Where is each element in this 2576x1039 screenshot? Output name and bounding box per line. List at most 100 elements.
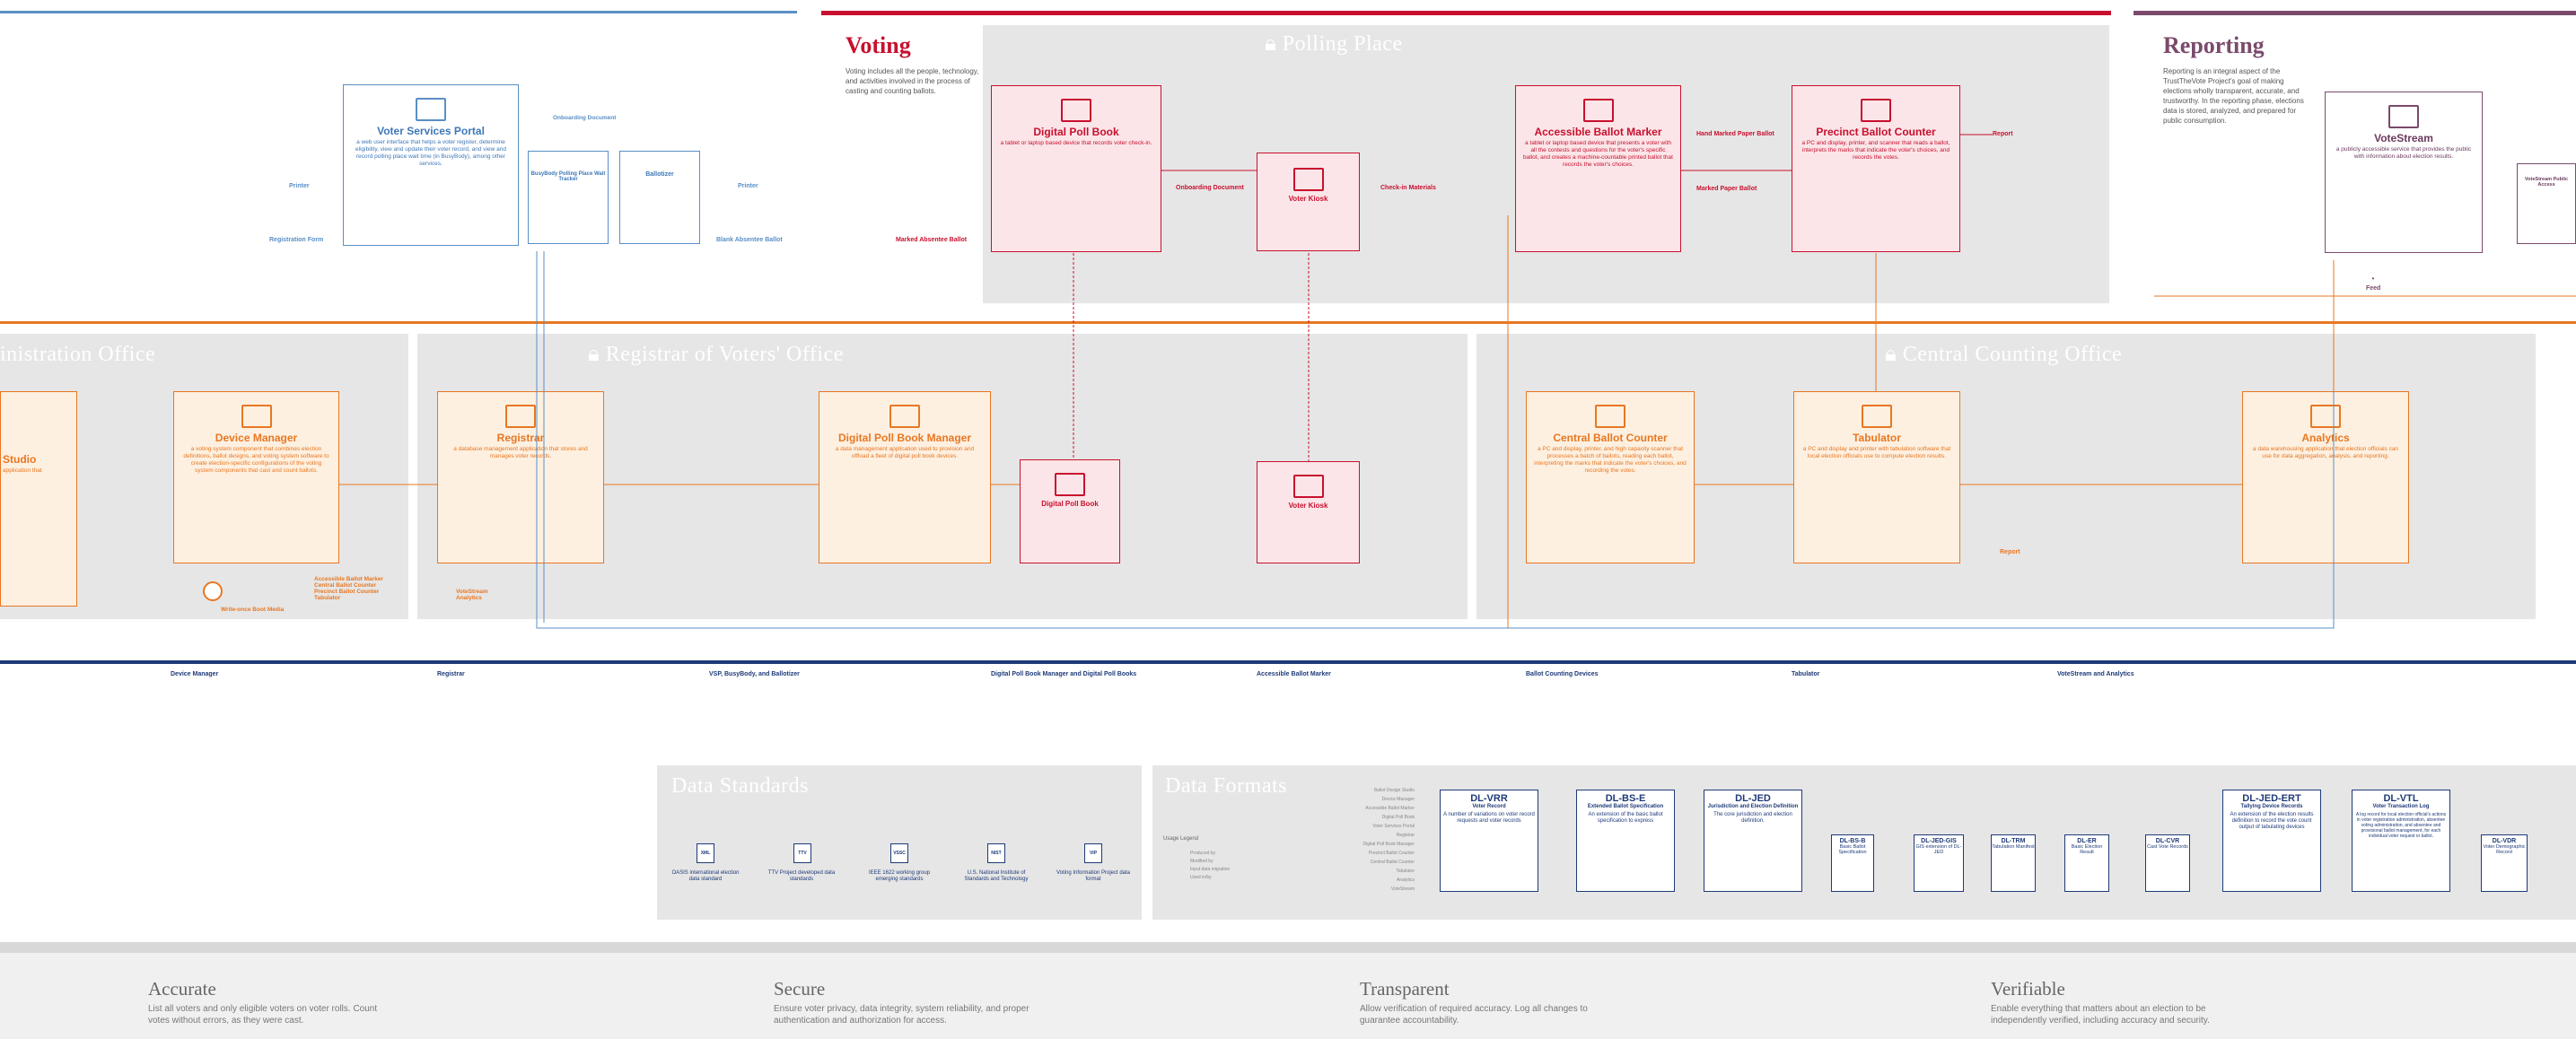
format-row-label: Central Ballot Counter (1370, 860, 1415, 865)
votestream-subtitle: a publicly accessible service that provi… (2335, 146, 2472, 160)
tablet-icon (1055, 473, 1085, 496)
digital-poll-book-manager-card[interactable]: Digital Poll Book Manager a data managem… (819, 391, 991, 563)
registrar-analytics-label: VoteStream Analytics (456, 589, 488, 601)
dpb-subtitle: a tablet or laptop based device that rec… (1000, 140, 1152, 146)
printer2-label: Printer (738, 183, 758, 189)
format-row-label: Device Manager (1381, 797, 1415, 802)
display-icon (2388, 105, 2419, 128)
voter-kiosk-title: Voter Kiosk (1288, 195, 1328, 203)
checkin-label: Check-in Materials (1380, 185, 1436, 191)
analytics-card[interactable]: Analytics a data warehousing application… (2242, 391, 2409, 563)
format-row-label: Registrar (1396, 833, 1415, 838)
studio-title: Studio (3, 453, 37, 466)
pillar-secure-desc: Ensure voter privacy, data integrity, sy… (774, 1004, 1030, 1026)
text-block-registrar: Registrar (437, 671, 465, 677)
chart-icon (2310, 405, 2341, 428)
registrar-card[interactable]: Registrar a database management applicat… (437, 391, 604, 563)
format-row-label: Accessible Ballot Marker (1365, 806, 1415, 811)
format-row-label: Precinct Ballot Counter (1368, 851, 1415, 856)
blank-absentee-label: Blank Absentee Ballot (716, 237, 783, 243)
cbc-subtitle: a PC and display, printer, and high capa… (1534, 446, 1687, 474)
pillar-secure-title: Secure (774, 978, 826, 1000)
pillars-rule (0, 942, 2576, 953)
reporting-title: Reporting (2163, 32, 2265, 58)
usage-legend-item: Produced by (1190, 851, 1216, 856)
device-manager-title: Device Manager (215, 432, 298, 444)
analytics-title: Analytics (2301, 432, 2350, 444)
digital-poll-book-card[interactable]: Digital Poll Book a tablet or laptop bas… (991, 85, 1161, 252)
text-block-abm: Accessible Ballot Marker (1257, 671, 1331, 677)
usage-legend-item: Used in/by (1190, 875, 1212, 880)
public-access-card[interactable]: VoteStream Public Access (2517, 163, 2576, 244)
dpb-title: Digital Poll Book (1033, 126, 1119, 138)
server-icon (889, 405, 920, 428)
admin-list-item: Tabulator (314, 595, 341, 601)
dpbm-subtitle: a data management application used to pr… (835, 446, 975, 459)
central-report-label: Report (2000, 549, 2020, 555)
central-counting-title: 🔒︎ Central Counting Office (1885, 343, 2123, 366)
top-rule-voter (0, 11, 797, 13)
admin-list-item: Precinct Ballot Counter (314, 589, 380, 595)
reporting-desc: Reporting is an integral aspect of the T… (2163, 67, 2304, 125)
text-block-ballot-counting: Ballot Counting Devices (1526, 671, 1599, 677)
standard-label-vssc: IEEE 1622 working group emerging standar… (868, 870, 931, 882)
ballotizer-title: Ballotizer (645, 171, 674, 178)
portal-subtitle: a web user interface that helps a voter … (355, 139, 506, 167)
tabulator-card[interactable]: Tabulator a PC and display and printer w… (1793, 391, 1960, 563)
device-manager-card[interactable]: Device Manager a voting system component… (173, 391, 339, 563)
format-row-label: Digital Poll Book Manager (1362, 842, 1415, 847)
voting-onboarding-label: Onboarding Document (1176, 185, 1244, 191)
admin-list-item: Accessible Ballot Marker (314, 576, 383, 582)
busybody-card[interactable]: BusyBody Polling Place Wait Tracker (528, 151, 609, 244)
format-row-label: Voter Services Portal (1372, 824, 1415, 829)
pc-icon (1862, 405, 1892, 428)
voter-kiosk-small-title: Voter Kiosk (1288, 502, 1328, 510)
voter-kiosk-small-card[interactable]: Voter Kiosk (1257, 461, 1360, 563)
data-formats-title: Data Formats (1165, 774, 1287, 798)
kiosk-icon (1292, 168, 1324, 191)
connector-lines (339, 134, 2576, 629)
voting-desc: Voting includes all the people, technolo… (846, 67, 979, 95)
standard-icon-ttv: TTV (793, 843, 811, 863)
tabulator-subtitle: a PC and display and printer with tabula… (1802, 446, 1951, 459)
tablet-icon (1061, 99, 1091, 122)
precinct-ballot-counter-card[interactable]: Precinct Ballot Counter a PC and display… (1792, 85, 1960, 252)
digital-poll-book-small-card[interactable]: Digital Poll Book (1020, 459, 1120, 563)
voting-title: Voting (846, 32, 911, 58)
voter-services-portal-card[interactable]: Voter Services Portal a web user interfa… (343, 84, 519, 246)
marked-paper-label: Marked Paper Ballot (1696, 186, 1757, 192)
text-block-device-manager: Device Manager (171, 671, 219, 677)
central-ballot-counter-card[interactable]: Central Ballot Counter a PC and display,… (1526, 391, 1695, 563)
public-access-title: VoteStream Public Access (2524, 177, 2569, 188)
voter-kiosk-card[interactable]: Voter Kiosk (1257, 153, 1360, 251)
standard-label-vip: Voting Information Project data format (1056, 870, 1131, 882)
accessible-ballot-marker-card[interactable]: Accessible Ballot Marker a tablet or lap… (1515, 85, 1681, 252)
ballotizer-card[interactable]: Ballotizer (619, 151, 700, 244)
dpb-small-title: Digital Poll Book (1041, 500, 1099, 508)
pbc-title: Precinct Ballot Counter (1816, 126, 1936, 138)
admin-band-rule (0, 321, 2576, 324)
abm-subtitle: a tablet or laptop based device that pre… (1523, 140, 1673, 168)
admin-office-title: inistration Office (0, 343, 156, 366)
top-rule-reporting (2134, 11, 2576, 15)
ballot-design-studio-card[interactable]: Studio application that (0, 391, 77, 607)
scanner-icon (1595, 405, 1625, 428)
tabulator-title: Tabulator (1853, 432, 1901, 444)
standard-label-xml: OASIS international election data standa… (671, 870, 740, 882)
votestream-card[interactable]: VoteStream a publicly accessible service… (2325, 92, 2483, 253)
standard-icon-vip: VIP (1084, 843, 1102, 863)
feed-label: Feed (2366, 285, 2381, 292)
registrar-title: Registrar (496, 432, 545, 444)
text-block-dpbm: Digital Poll Book Manager and Digital Po… (991, 671, 1137, 677)
